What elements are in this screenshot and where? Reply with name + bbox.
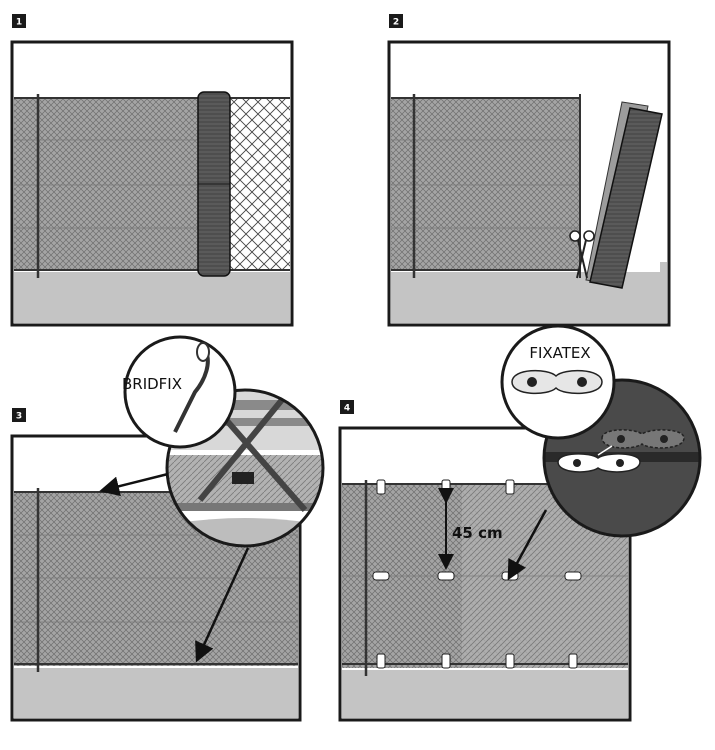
step-2-panel [387, 40, 671, 327]
fixatex-clip-icon [557, 429, 685, 473]
ground [342, 670, 628, 718]
step-number: 1 [16, 18, 22, 28]
step-1-panel [10, 40, 294, 327]
step-4-badge: 4 [340, 400, 354, 414]
step-1-badge: 1 [12, 14, 26, 28]
chain-link-fence [229, 98, 290, 271]
step-number: 2 [393, 18, 399, 28]
fixatex-clip-icon [511, 369, 603, 395]
step-number: 3 [16, 412, 22, 422]
step-number: 4 [344, 404, 350, 414]
arrow-icon [507, 509, 548, 581]
mesh-roll [589, 107, 663, 289]
fixatex-callout: FIXATEX [500, 324, 616, 440]
step-2-badge: 2 [389, 14, 403, 28]
arrow-icon [99, 472, 169, 497]
step-3-badge: 3 [12, 408, 26, 422]
ground [14, 668, 298, 718]
bridfix-callout: BRIDFIX [122, 335, 237, 449]
cable-tie-icon [232, 472, 254, 484]
scissors-icon [569, 230, 595, 279]
privacy-screen [391, 98, 581, 271]
callout-label: BRIDFIX [122, 375, 182, 393]
ground [14, 272, 290, 323]
fixatex-clip-icon [372, 479, 582, 669]
arrow-icon [195, 547, 250, 663]
privacy-screen [14, 98, 200, 271]
callout-label: FIXATEX [529, 344, 590, 362]
measurement-label: 45 cm [452, 524, 503, 542]
